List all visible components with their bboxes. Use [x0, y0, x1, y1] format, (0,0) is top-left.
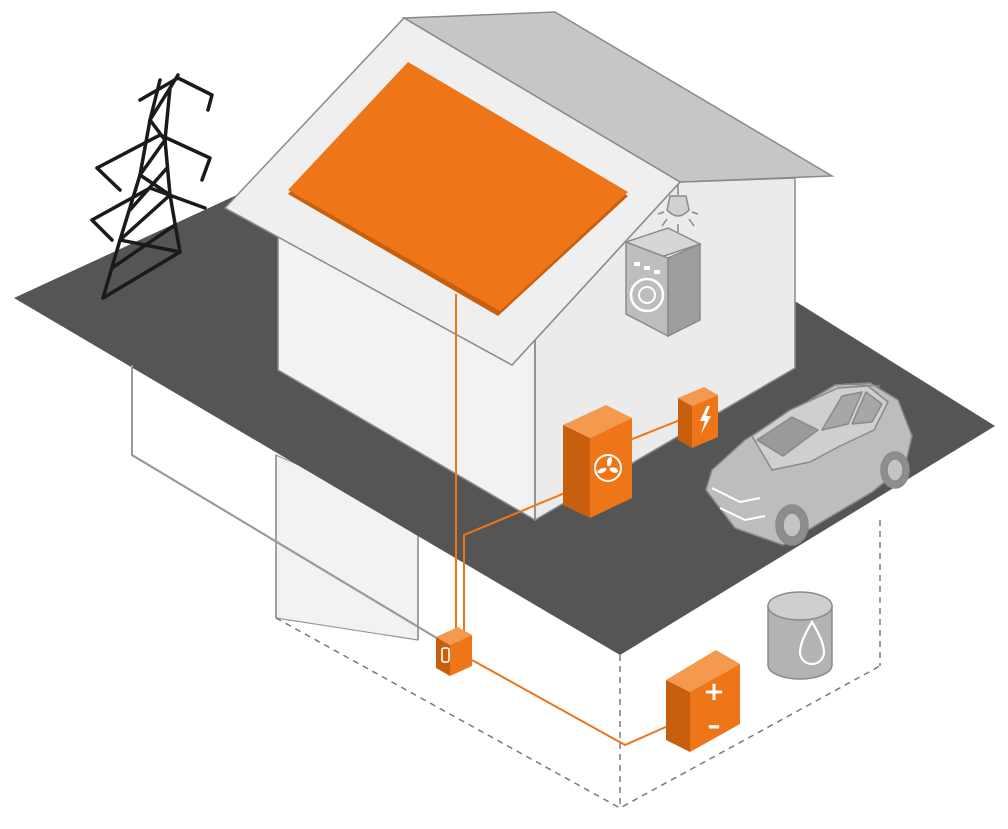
energy-meter — [436, 627, 472, 676]
water-tank — [768, 592, 832, 679]
washing-machine — [626, 228, 700, 336]
battery-minus-symbol: – — [708, 711, 721, 741]
battery-storage: + – — [666, 650, 740, 752]
ev-charger — [678, 387, 718, 448]
battery-plus-symbol: + — [703, 677, 725, 707]
heat-pump — [563, 405, 632, 518]
